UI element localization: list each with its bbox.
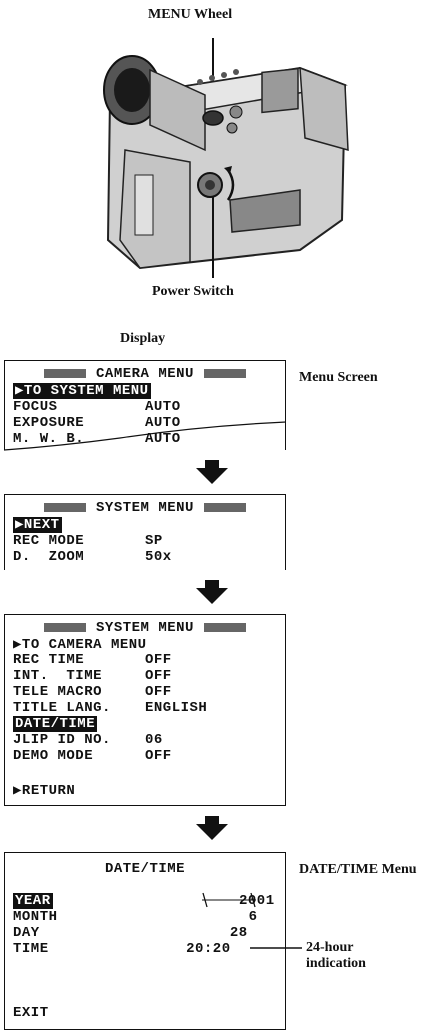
menu-item-to-camera-menu[interactable]: ▶TO CAMERA MENU bbox=[13, 637, 147, 653]
menu-item-return[interactable]: ▶RETURN bbox=[13, 783, 76, 799]
flow-arrow bbox=[205, 460, 219, 468]
date-time-title: DATE/TIME bbox=[104, 861, 186, 877]
menu-item-date-time[interactable]: DATE/TIME bbox=[13, 716, 98, 732]
flow-arrow-head bbox=[196, 468, 228, 484]
system-menu-title: SYSTEM MENU bbox=[5, 500, 285, 516]
flow-arrow-head bbox=[196, 588, 228, 604]
year-value: 2001 bbox=[239, 893, 275, 909]
menu-item-to-system-menu[interactable]: ▶TO SYSTEM MENU bbox=[13, 383, 151, 399]
menu-item-mwb[interactable]: M. W. B.AUTO bbox=[13, 431, 181, 447]
flow-arrow bbox=[205, 816, 219, 824]
flow-arrow-head bbox=[196, 824, 228, 840]
hour-indication-label-1: 24-hour bbox=[306, 940, 354, 955]
date-item-exit[interactable]: EXIT bbox=[13, 1005, 49, 1021]
system-menu-title: SYSTEM MENU bbox=[5, 620, 285, 636]
power-switch-label: Power Switch bbox=[152, 284, 234, 299]
camera-menu-title: CAMERA MENU bbox=[5, 366, 285, 382]
menu-wheel-label: MENU Wheel bbox=[148, 7, 233, 22]
hour-indication-label-2: indication bbox=[306, 956, 366, 971]
flow-arrow bbox=[205, 580, 219, 588]
display-label: Display bbox=[120, 331, 166, 346]
menu-screen-label: Menu Screen bbox=[299, 370, 378, 385]
menu-item-next[interactable]: ▶NEXT bbox=[13, 517, 62, 533]
camcorder-illustration bbox=[103, 38, 349, 278]
menu-item-title-lang[interactable]: TITLE LANG.ENGLISH bbox=[13, 700, 208, 716]
menu-item-jlip-id[interactable]: JLIP ID NO.06 bbox=[13, 732, 163, 748]
datetime-menu-label: DATE/TIME Menu bbox=[299, 862, 417, 877]
